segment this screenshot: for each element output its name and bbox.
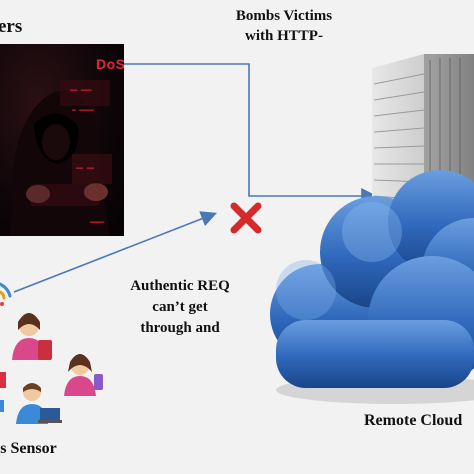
- user-icon-female-phone: [64, 354, 103, 396]
- hud-text-decoration: ▬▬ ▬▬▬: [70, 86, 92, 93]
- authentic-label-line: Authentic REQ: [130, 278, 230, 294]
- wifi-icon: [0, 282, 12, 306]
- dos-text: DoS: [96, 56, 124, 72]
- bombs-label-line: with HTTP-: [245, 28, 323, 44]
- sensor-label: ss Sensor: [0, 440, 57, 457]
- hacker-photo: DoS ▬▬ ▬▬▬ ▬ ▬▬▬▬ ▬▬ ▬▬ ▬▬▬▬: [0, 44, 124, 236]
- blocked-x-icon: [230, 202, 262, 234]
- attack-arrow: [124, 63, 378, 204]
- user-icon-male-laptop: [16, 383, 62, 424]
- authentic-label-line: can’t get: [152, 299, 208, 315]
- remote-cloud-label: Remote Cloud: [364, 412, 463, 429]
- bombs-victims-label: Bombs Victims with HTTP-: [210, 6, 358, 46]
- hud-text-decoration: ▬▬▬▬: [90, 218, 105, 225]
- attackers-label: ers: [0, 16, 23, 37]
- authentic-request-arrow: [13, 211, 217, 293]
- authentic-req-label: Authentic REQ can’t get through and: [106, 276, 254, 339]
- user-icon-partial: [0, 372, 6, 412]
- cloud-icon: [270, 170, 474, 404]
- hacker-figure-icon: [10, 80, 112, 236]
- authentic-label-line: through and: [140, 320, 220, 336]
- hud-text-decoration: ▬▬ ▬▬: [76, 164, 95, 171]
- bombs-label-line: Bombs Victims: [235, 8, 333, 24]
- hud-text-decoration: ▬ ▬▬▬▬: [72, 106, 94, 113]
- user-icon-female-tablet: [12, 313, 52, 360]
